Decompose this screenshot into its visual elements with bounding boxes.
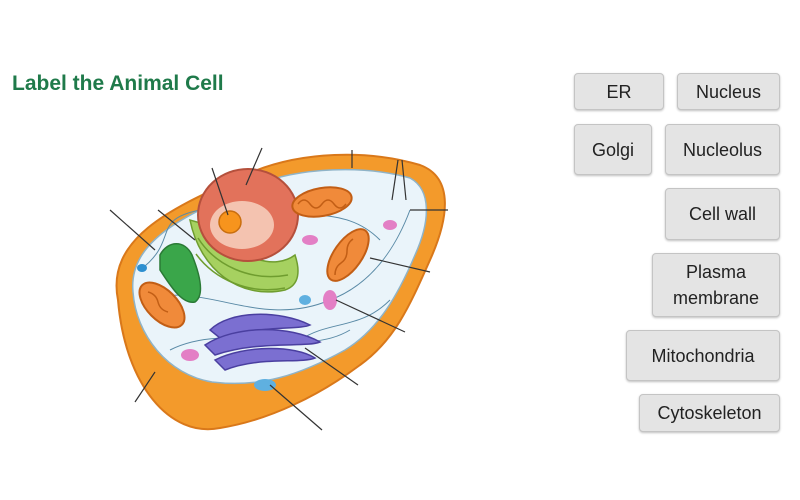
label-cytoskeleton-button[interactable]: Cytoskeleton: [639, 394, 780, 432]
label-cell-wall-button[interactable]: Cell wall: [665, 188, 780, 240]
label-golgi-button[interactable]: Golgi: [574, 124, 652, 175]
label-nucleolus-button[interactable]: Nucleolus: [665, 124, 780, 175]
green-organelle: [159, 243, 202, 303]
nucleus-structure: [197, 168, 299, 262]
vesicles: [137, 220, 397, 391]
page-title: Label the Animal Cell: [12, 72, 224, 95]
label-mitochondria-button[interactable]: Mitochondria: [626, 330, 780, 381]
golgi-apparatus: [203, 313, 322, 371]
mitochondria-structures: [138, 186, 370, 329]
label-nucleus-button[interactable]: Nucleus: [677, 73, 780, 110]
label-er-button[interactable]: ER: [574, 73, 664, 110]
leader-lines: [109, 147, 448, 431]
nucleolus-structure: [218, 210, 242, 234]
label-plasma-membrane-button[interactable]: Plasma membrane: [652, 253, 780, 317]
